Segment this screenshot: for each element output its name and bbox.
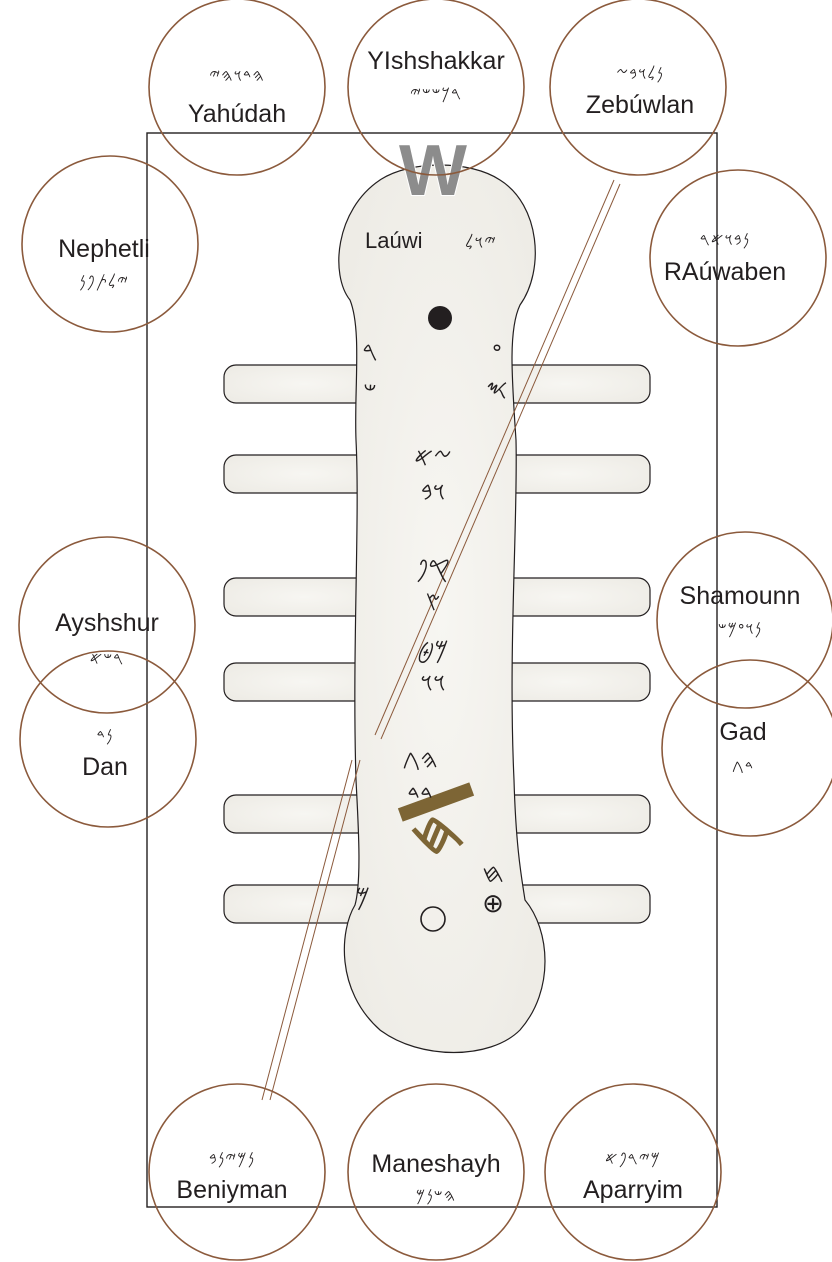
tribe-name-ayshshur: Ayshshur [55, 609, 159, 637]
tribe-name-yishshakkar: YIshshakkar [367, 47, 505, 75]
tribe-name-beniyman: Beniyman [176, 1176, 287, 1204]
side-glyph-right-upper-2: 𐤎 [486, 375, 508, 405]
black-dot [428, 306, 452, 330]
side-glyph-left-upper-1: 𐤓 [362, 337, 377, 367]
tribe-circle-aparryim: 𐤌𐤉𐤓𐤐𐤀 Aparryim [545, 1084, 721, 1260]
glyph-pair-3-bottom: 𐤅𐤅 [420, 668, 445, 698]
tribe-name-yahudah: Yahúdah [188, 100, 286, 128]
tribe-script-maneshayh: 𐤄𐤔𐤍𐤌 [416, 1186, 456, 1206]
tribe-name-rauwaben: RAúwaben [664, 258, 786, 286]
glyph-pair-3-top: 𐤌𐤈 [417, 635, 449, 665]
tribe-circle-gad: Gad 𐤃𐤂 [662, 660, 832, 836]
glyph-pair-1-bottom: 𐤅𐤁 [421, 477, 446, 507]
tribe-name-gad: Gad [719, 718, 766, 746]
tribe-name-nephetli: Nephetli [58, 235, 150, 263]
tribe-circle-zebuwlan: 𐤍𐤋𐤅𐤁𐤆 Zebúwlan [550, 0, 726, 175]
tribe-circle-dan: 𐤍𐤃 Dan [20, 651, 196, 827]
glyph-pair-2-bottom: 𐤑 [425, 587, 440, 617]
tribe-script-aparryim: 𐤌𐤉𐤓𐤐𐤀 [605, 1149, 661, 1169]
glyph-pair-4-bottom: 𐤃𐤃 [407, 780, 433, 810]
side-glyph-right-lower-1: 𐤇 [482, 859, 504, 889]
tribe-script-shamounn: 𐤍𐤅𐤏𐤌𐤔 [718, 619, 762, 639]
tribe-name-maneshayh: Maneshayh [371, 1150, 500, 1178]
tribe-name-dan: Dan [82, 753, 128, 781]
glyph-pair-1-top: 𐤆𐤀 [414, 443, 452, 473]
tribe-circle-rauwaben: 𐤍𐤁𐤅𐤀𐤓 RAúwaben [650, 170, 826, 346]
tribe-circle-maneshayh: Maneshayh 𐤄𐤔𐤍𐤌 [348, 1084, 524, 1260]
tribe-script-dan: 𐤍𐤃 [97, 726, 114, 746]
glyph-pair-4-top: 𐤄𐤂 [402, 745, 438, 775]
tribe-script-zebuwlan: 𐤍𐤋𐤅𐤁𐤆 [616, 64, 664, 84]
tribe-circle-ayshshur: Ayshshur 𐤓𐤔𐤀 [19, 537, 195, 713]
tribe-name-shamounn: Shamounn [680, 582, 801, 610]
tribe-circle-shamounn: Shamounn 𐤍𐤅𐤏𐤌𐤔 [657, 532, 832, 708]
tribe-script-rauwaben: 𐤍𐤁𐤅𐤀𐤓 [700, 230, 750, 250]
side-glyph-left-upper-2: 𐤔 [363, 377, 376, 407]
tribe-script-nephetli: 𐤉𐤋𐤕𐤐𐤍 [79, 272, 129, 292]
side-glyph-right-upper-1: 𐤏 [492, 337, 502, 367]
tribe-script-yahudah: 𐤄𐤃𐤅𐤄𐤉 [209, 66, 265, 86]
center-name: Laúwi [365, 228, 422, 253]
center-script: 𐤉𐤅𐤋 [465, 232, 497, 253]
side-glyph-left-lower: 𐤌 [356, 882, 370, 912]
tribe-script-gad: 𐤃𐤂 [732, 757, 754, 777]
side-glyph-right-lower-2: ⊕ [482, 889, 504, 919]
glyph-pair-2-top: 𐤒𐤐 [416, 554, 450, 584]
tribe-circle-nephetli: Nephetli 𐤉𐤋𐤕𐤐𐤍 [22, 156, 198, 332]
tribe-script-beniyman: 𐤍𐤌𐤉𐤍𐤁 [209, 1149, 255, 1169]
tribe-circle-yahudah: 𐤄𐤃𐤅𐤄𐤉 Yahúdah [149, 0, 325, 175]
tribe-script-yishshakkar: 𐤓𐤊𐤔𐤔𐤉 [410, 84, 462, 104]
tribe-name-zebuwlan: Zebúwlan [586, 91, 694, 119]
tribe-name-aparryim: Aparryim [583, 1176, 683, 1204]
tribe-circle-beniyman: 𐤍𐤌𐤉𐤍𐤁 Beniyman [149, 1084, 325, 1260]
